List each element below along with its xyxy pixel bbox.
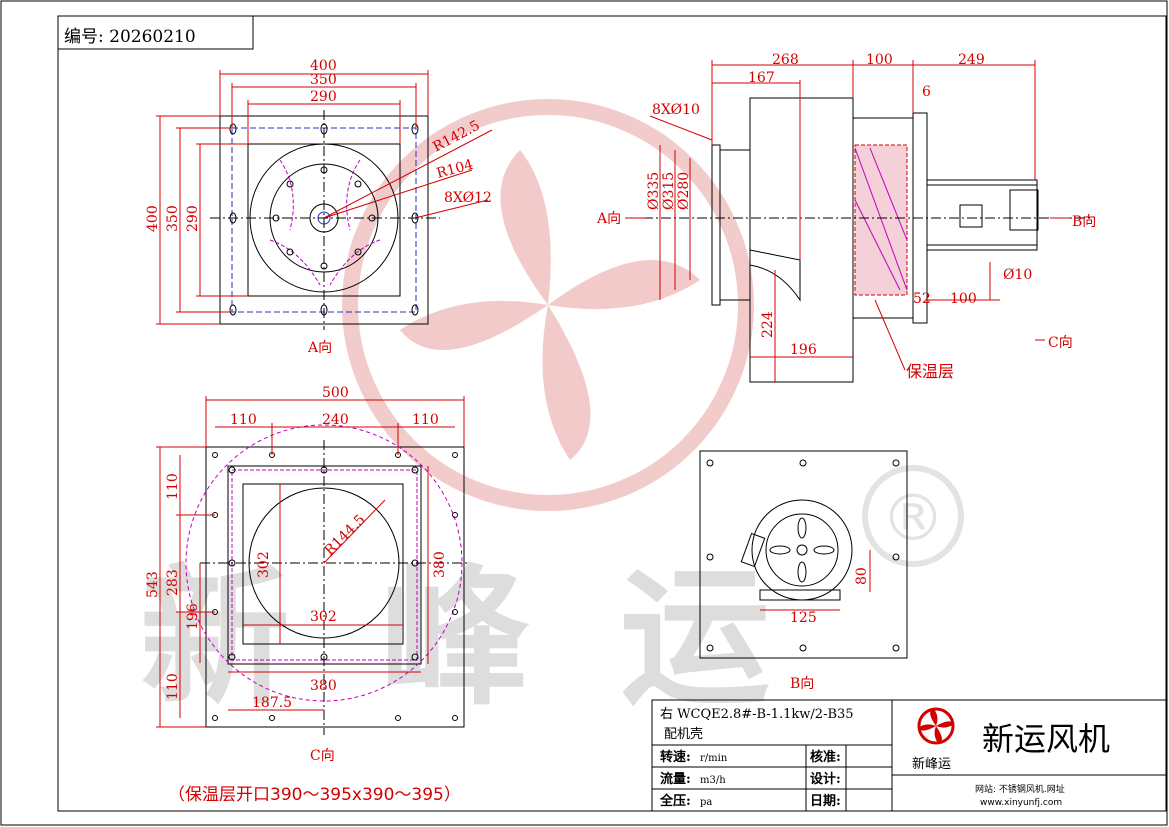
dim-a-h350: 350 [165,205,181,232]
dim-b-125: 125 [790,610,817,626]
a-view [156,70,493,330]
b-view [699,450,908,659]
brand-small: 新峰运 [912,756,951,772]
doc-number: 编号: 20260210 [64,27,196,47]
dim-a-holes: 8XØ12 [444,190,492,206]
dim-c-187: 187.5 [252,695,292,711]
dim-side-holes: 8XØ10 [652,102,700,118]
dim-c-380h: 380 [310,678,337,694]
dim-c-110b: 110 [412,412,439,428]
dim-c-110a: 110 [230,412,257,428]
dim-a-350: 350 [310,72,337,88]
dim-a-400: 400 [310,58,337,74]
row-flow-right: 设计: [810,771,841,787]
insulation-label: 保温层 [906,362,954,381]
dim-c-500: 500 [322,385,349,401]
dim-c-110-top: 110 [165,473,181,500]
dim-side-o280: Ø280 [676,172,692,210]
dim-a-h290: 290 [185,205,201,232]
side-b-arrow: B向 [1072,214,1096,230]
dim-c-543: 543 [145,571,161,598]
side-a-arrow: A向 [596,211,621,227]
model-name: 右 WCQE2.8#-B-1.1kw/2-B35 [660,707,854,722]
row-speed-label: 转速: [660,749,691,765]
a-view-label: A向 [307,340,332,356]
row-speed-right: 核准: [810,749,841,765]
dim-a-r104: R104 [435,157,475,182]
dim-side-224: 224 [760,311,776,338]
brand-url: www.xinyunfj.com [980,798,1062,808]
dim-c-302v: 302 [256,551,272,578]
dim-c-110-bot: 110 [165,673,181,700]
dim-side-268: 268 [772,52,799,68]
row-flow-unit: m3/h [700,775,726,786]
insulation-opening-note: （保温层开口390～395x390～395） [168,785,461,805]
row-pressure-label: 全压: [659,793,691,809]
c-view [156,396,470,735]
row-pressure-unit: pa [700,797,712,808]
b-view-label: B向 [790,676,814,692]
dim-side-o10: Ø10 [1003,267,1032,283]
row-speed-unit: r/min [700,753,728,764]
dim-side-100b: 100 [950,291,977,307]
dim-c-302h: 302 [310,609,337,625]
side-view [625,60,1090,383]
registered-symbol: ® [881,482,945,556]
dim-side-196: 196 [790,342,817,358]
dim-side-o335: Ø335 [646,172,662,210]
dim-c-283: 283 [165,569,181,596]
watermark-text: 新峰运 [140,552,860,726]
title-block [651,699,1167,812]
dim-c-240: 240 [322,412,349,428]
brand-large: 新运风机 [982,720,1110,758]
registered-mark [862,465,964,567]
model-subtitle: 配机壳 [664,727,703,742]
row-flow-label: 流量: [660,771,691,787]
row-pressure-right: 日期: [810,794,841,809]
side-c-arrow: C向 [1048,335,1073,351]
brand-site: 网站: 不锈钢风机.网址 [975,783,1065,795]
dim-side-52: 52 [913,291,931,307]
dim-side-o315: Ø315 [661,172,677,210]
dim-c-380v: 380 [432,551,448,578]
c-view-label: C向 [310,748,335,764]
watermark-logo [342,99,754,511]
brand-logo-icon [917,707,955,745]
dim-side-6: 6 [922,84,931,100]
dim-a-h400: 400 [145,205,161,232]
dim-c-196: 196 [185,603,201,630]
dim-a-290: 290 [310,89,337,105]
dim-side-100: 100 [866,52,893,68]
dim-b-80: 80 [854,567,870,585]
dim-side-249: 249 [958,52,985,68]
dim-side-167: 167 [748,70,775,86]
